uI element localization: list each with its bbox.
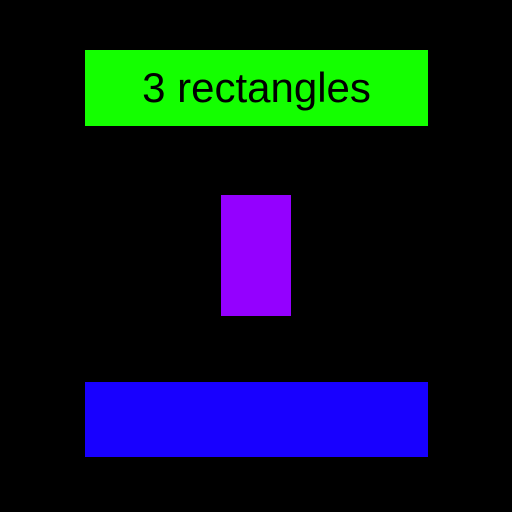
purple-rectangle	[221, 195, 291, 316]
green-label-rectangle: 3 rectangles	[85, 50, 428, 126]
rectangle-count-label: 3 rectangles	[142, 64, 371, 111]
blue-rectangle	[85, 382, 428, 457]
